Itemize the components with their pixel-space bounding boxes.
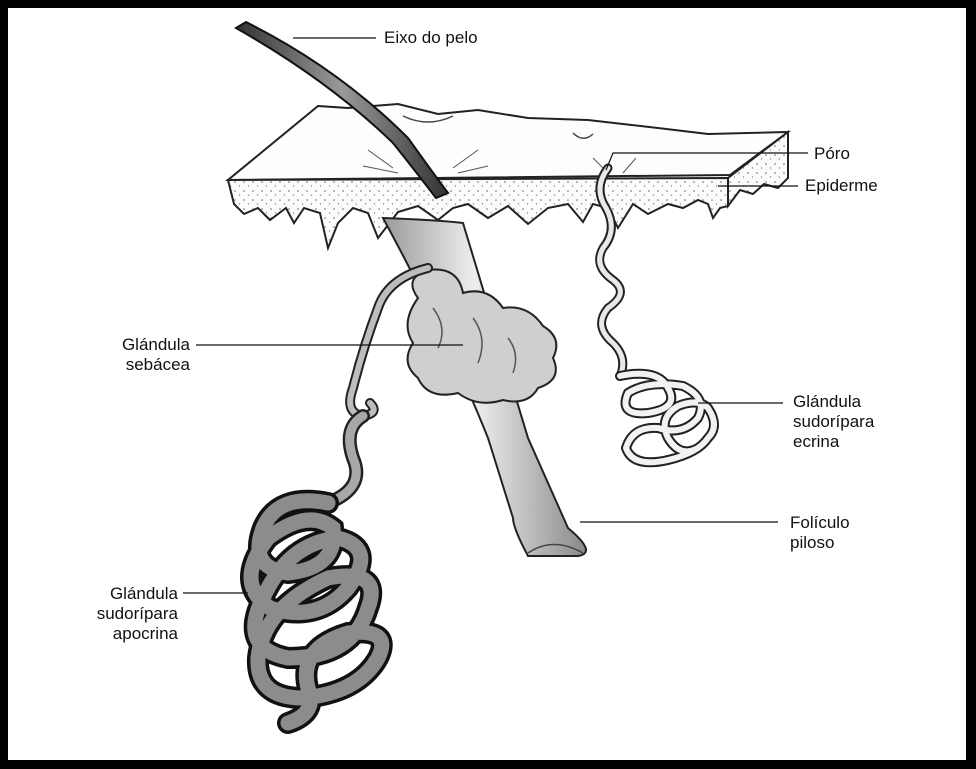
- apocrine-duct: [328, 268, 428, 503]
- apocrine-coil: [251, 501, 382, 723]
- label-eixo-do-pelo: Eixo do pelo: [384, 28, 478, 48]
- eccrine-coil: [620, 374, 714, 463]
- label-glandula-sebacea: Glándula sebácea: [78, 335, 190, 375]
- label-foliculo-piloso: Folículo piloso: [790, 513, 850, 553]
- label-epiderme: Epiderme: [805, 176, 878, 196]
- diagram-panel: Eixo do pelo Póro Epiderme Glándula sebá…: [8, 8, 966, 760]
- label-glandula-ecrina: Glándula sudorípara ecrina: [793, 392, 874, 452]
- label-glandula-apocrina: Glándula sudorípara apocrina: [38, 584, 178, 644]
- label-poro: Póro: [814, 144, 850, 164]
- epidermis-block: [228, 104, 788, 248]
- skin-illustration: [8, 8, 966, 760]
